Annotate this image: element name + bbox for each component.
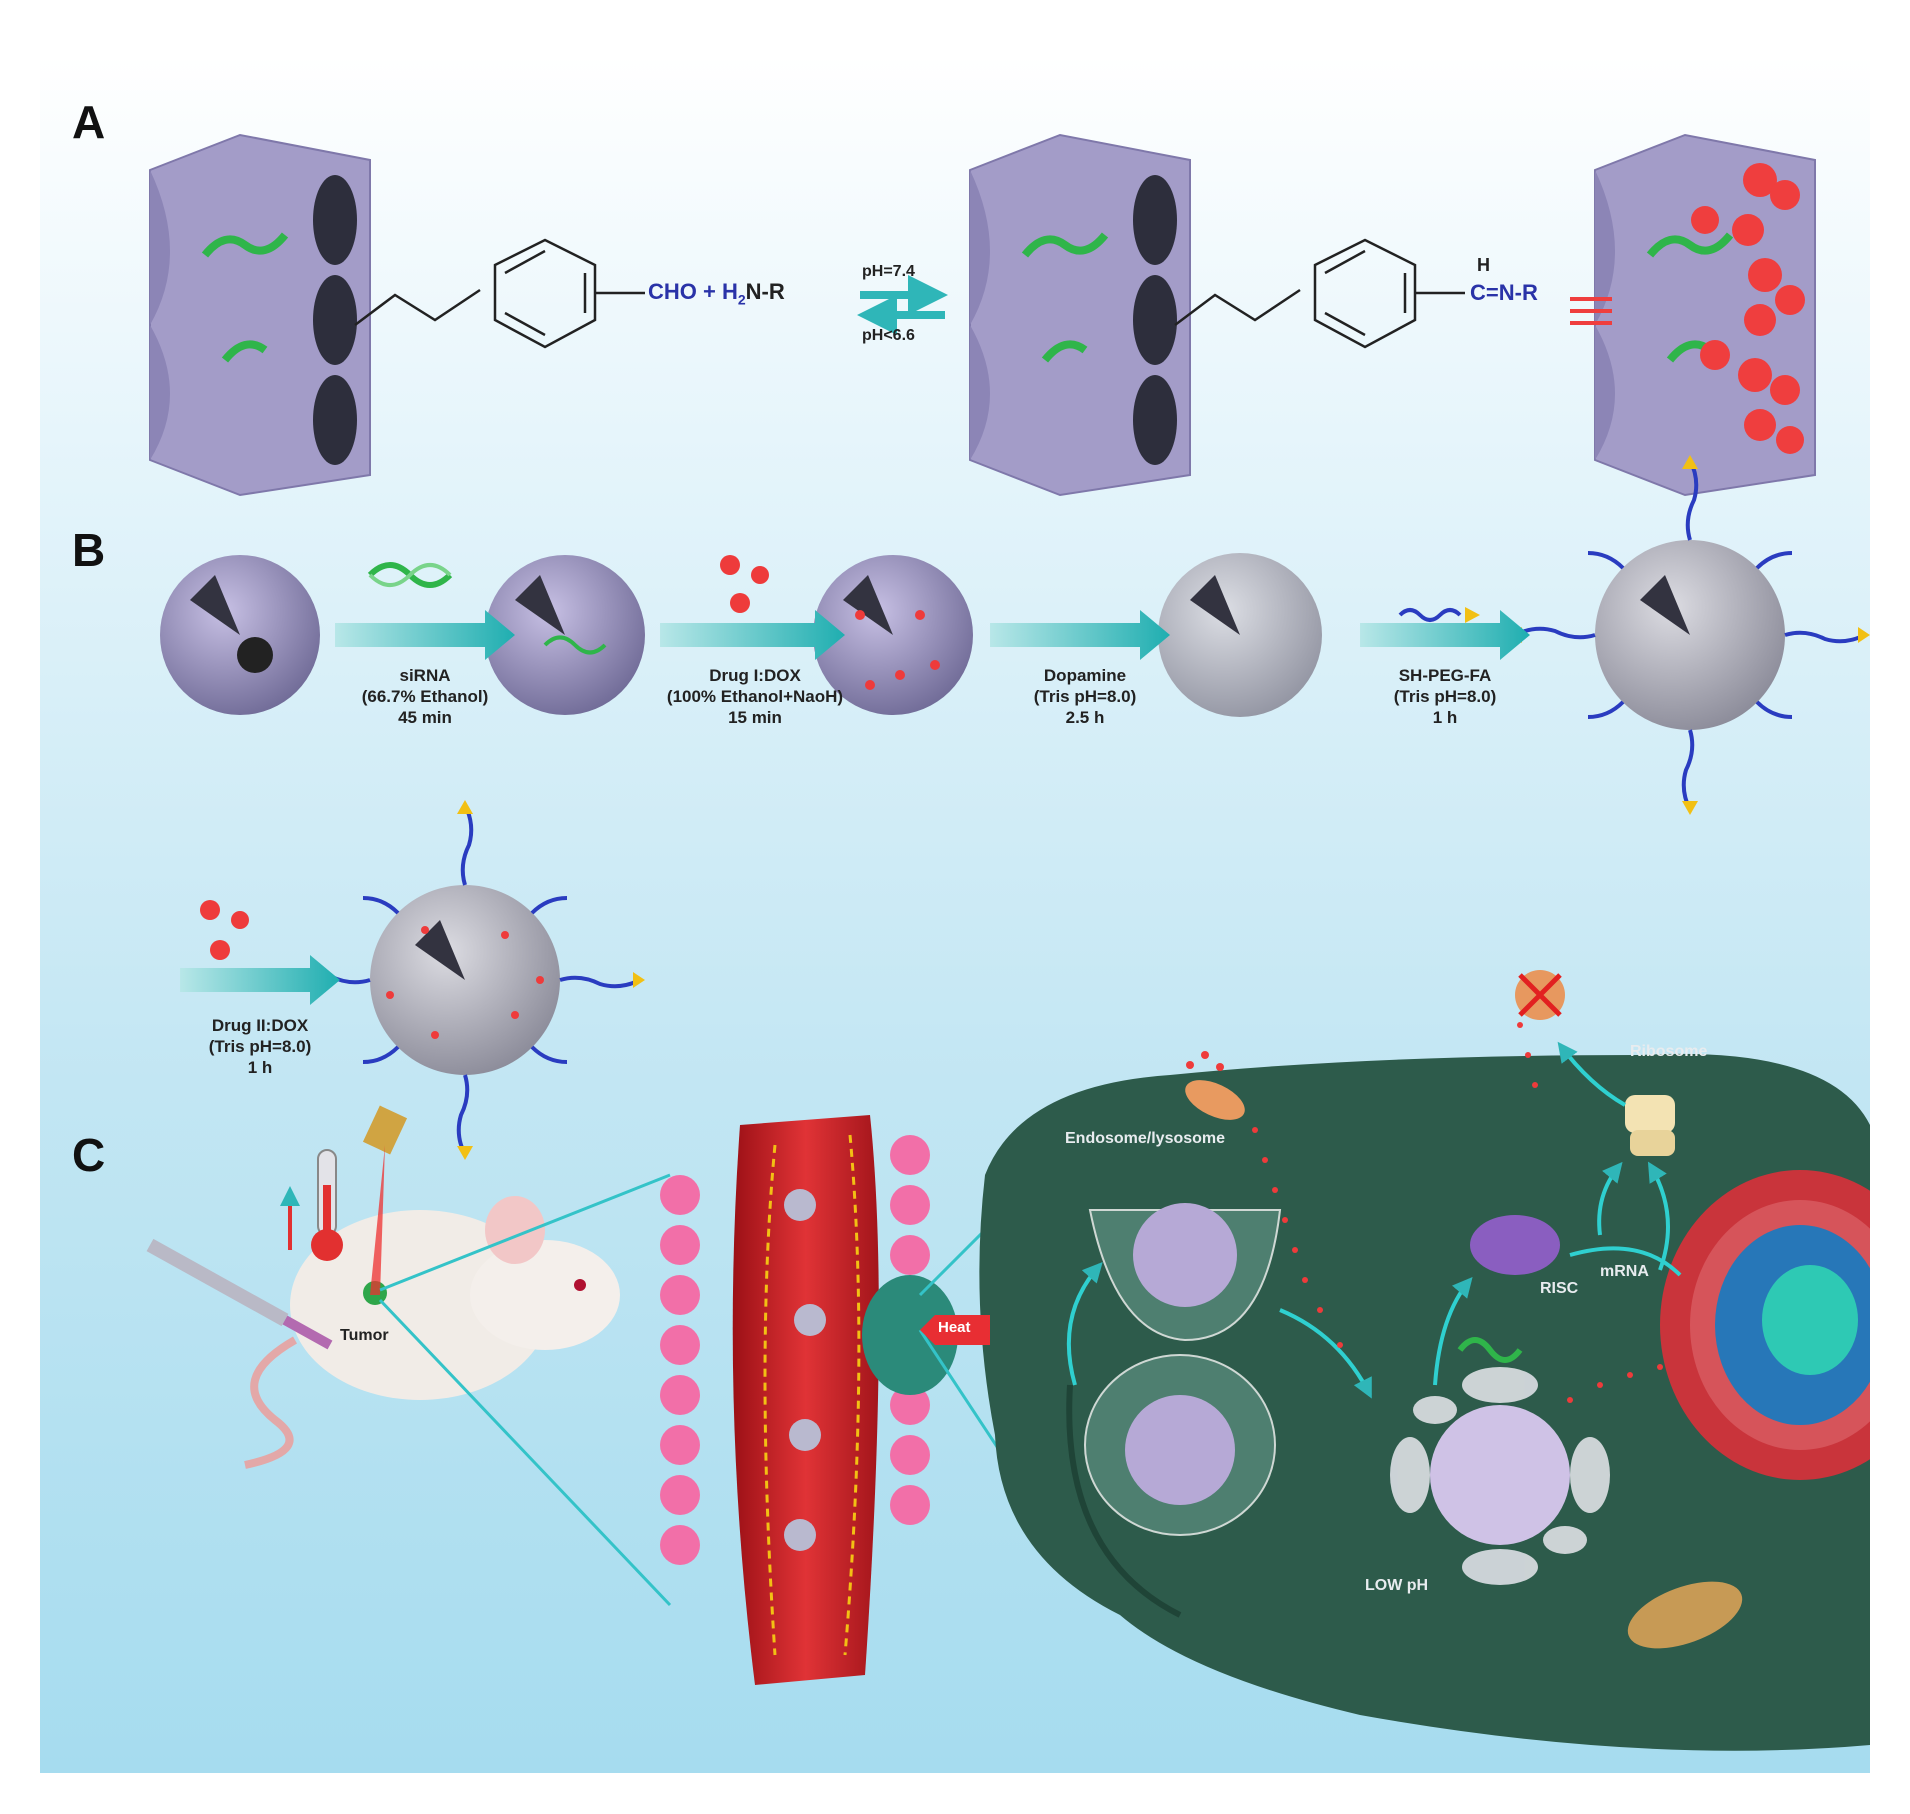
nucleus: [1660, 1170, 1870, 1480]
mitochondrion: [1627, 1581, 1743, 1649]
blood-vessel: [660, 1115, 958, 1685]
figure-graphics: [146, 133, 1870, 1751]
panel-label-b: B: [72, 524, 106, 576]
heat-label: Heat: [938, 1319, 971, 1336]
step2-line1: Drug I:DOX: [709, 666, 801, 685]
process-arrows: [180, 610, 1530, 1005]
figure-frame: A B C CHO + H2N-R pH=7.4 pH<6.6 H C=N-R …: [40, 55, 1870, 1773]
step-sirna-label: siRNA (66.7% Ethanol) 45 min: [335, 665, 515, 728]
imine-label: C=N-R: [1470, 280, 1538, 305]
step5-line3: 1 h: [247, 1058, 273, 1077]
panel-label-a: A: [72, 96, 106, 148]
aldehyde-label: CHO + H: [648, 279, 738, 304]
protein-blocked: [1515, 970, 1565, 1020]
nanoparticle-peg: [1510, 455, 1870, 815]
panel-label-c: C: [72, 1129, 106, 1181]
step1-line1: siRNA: [399, 666, 451, 685]
step4-line3: 1 h: [1432, 708, 1458, 727]
mesoporous-block-middle: [969, 133, 1191, 497]
pathway-arrows: [1066, 1041, 1682, 1399]
step-peg-label: SH-PEG-FA (Tris pH=8.0) 1 h: [1360, 665, 1530, 728]
mesoporous-block-left: [149, 133, 371, 497]
ph-forward-label: pH=7.4: [862, 263, 915, 280]
step4-line1: SH-PEG-FA: [1398, 666, 1492, 685]
risc-label: RISC: [1540, 1280, 1579, 1297]
dox-trails: [1252, 1022, 1663, 1403]
efflux-pump: [1185, 1051, 1245, 1120]
tumor-label: Tumor: [340, 1327, 389, 1344]
thermometer: [280, 1149, 343, 1261]
linker-right: [1174, 238, 1465, 349]
ribosome-label: Ribosome: [1630, 1043, 1708, 1060]
aldehyde-amine-text: CHO + H2N-R: [648, 279, 785, 307]
equivalence-sign: [1570, 297, 1612, 325]
equilibrium-arrows: [857, 275, 948, 335]
imine-h-label: H: [1477, 255, 1490, 275]
low-ph-label: LOW pH: [1365, 1577, 1429, 1594]
zoom-lines-vessel: [378, 1173, 672, 1607]
ribosome: [1625, 1095, 1675, 1156]
subscript-two: 2: [737, 291, 746, 308]
laser: [362, 1105, 408, 1295]
step1-line3: 45 min: [398, 708, 452, 727]
step-dox2-label: Drug II:DOX (Tris pH=8.0) 1 h: [170, 1015, 350, 1078]
step3-line3: 2.5 h: [1065, 708, 1105, 727]
syringe: [146, 1238, 333, 1350]
amine-label: N-R: [745, 279, 785, 304]
step5-line1: Drug II:DOX: [211, 1016, 309, 1035]
step5-line2: (Tris pH=8.0): [208, 1037, 312, 1056]
nanoparticle-bare: [160, 555, 320, 715]
step3-line2: (Tris pH=8.0): [1033, 687, 1137, 706]
step1-line2: (66.7% Ethanol): [361, 687, 489, 706]
step4-line2: (Tris pH=8.0): [1393, 687, 1497, 706]
risc-complex: [1457, 1215, 1560, 1363]
step-dox1-label: Drug I:DOX (100% Ethanol+NaoH) 15 min: [650, 665, 860, 728]
heat-badge: [920, 1315, 990, 1345]
mesoporous-block-capped: [1594, 133, 1816, 497]
step2-line2: (100% Ethanol+NaoH): [666, 687, 844, 706]
step3-line1: Dopamine: [1043, 666, 1127, 685]
linker-left: [354, 238, 645, 349]
nanoparticle-dox1: [813, 555, 973, 715]
nanoparticle-pda: [1158, 553, 1322, 717]
step2-line3: 15 min: [728, 708, 782, 727]
nanoparticle-sirna: [485, 555, 645, 715]
ph-reverse-label: pH<6.6: [862, 327, 915, 344]
endosome-label: Endosome/lysosome: [1065, 1130, 1226, 1147]
reagent-icons: [200, 555, 1480, 960]
endosome-upper: [1088, 1203, 1282, 1342]
lysosome-release: [1390, 1367, 1610, 1585]
mouse: [244, 1196, 620, 1469]
endosome-lower: [1084, 1354, 1276, 1536]
step-dopamine-label: Dopamine (Tris pH=8.0) 2.5 h: [995, 665, 1175, 728]
mrna-label: mRNA: [1600, 1263, 1649, 1280]
